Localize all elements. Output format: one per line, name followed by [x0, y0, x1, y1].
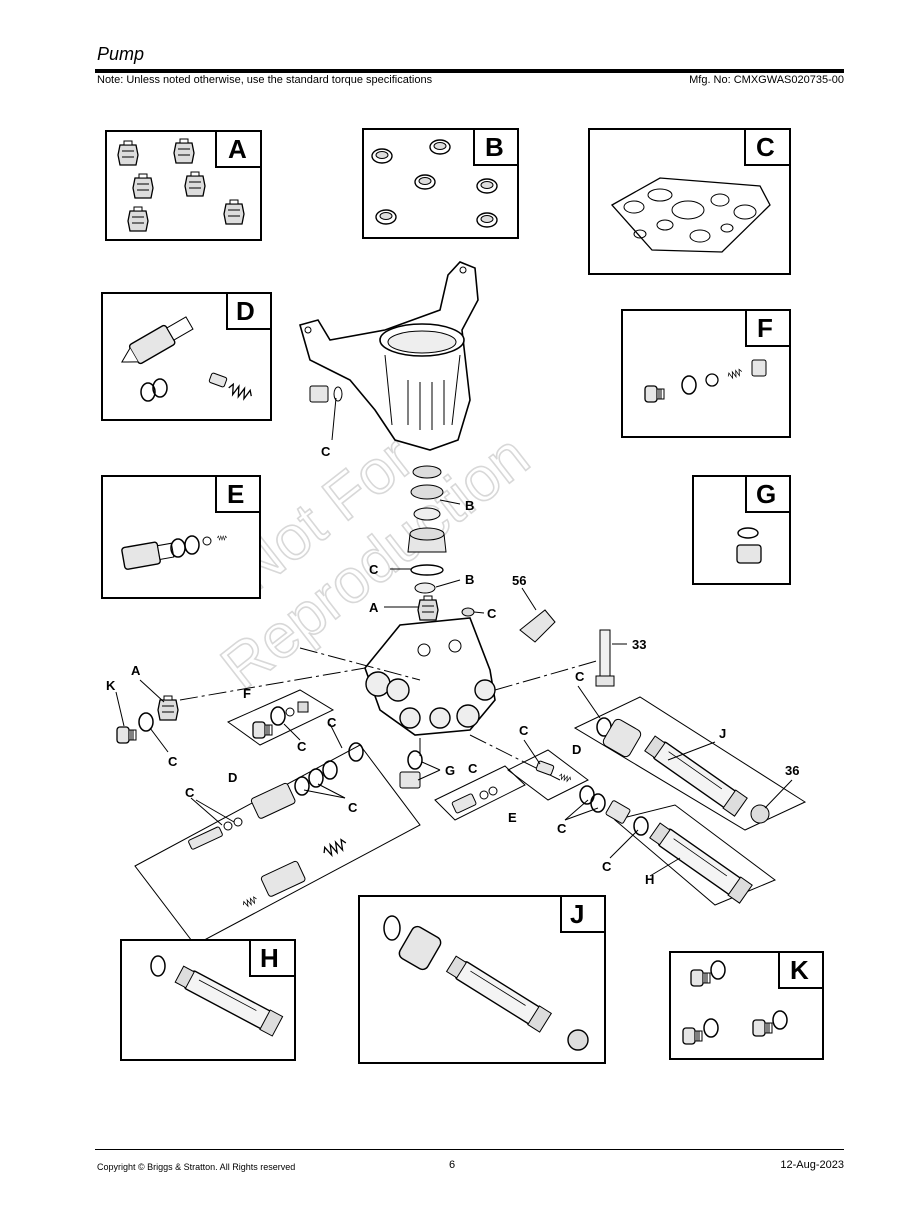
- callout-k: K: [106, 678, 116, 693]
- pump-housing: [299, 261, 479, 451]
- callout-d-2: D: [572, 742, 581, 757]
- callout-e: E: [508, 810, 517, 825]
- callout-56: 56: [512, 573, 526, 588]
- kit-label-d: D: [236, 296, 255, 326]
- callout-c-12: C: [557, 821, 567, 836]
- kit-label-a: A: [228, 134, 247, 164]
- torque-note: Note: Unless noted otherwise, use the st…: [97, 74, 433, 86]
- kit-box-a: A: [105, 130, 262, 241]
- callout-d-1: D: [228, 770, 237, 785]
- centerlines: [179, 647, 601, 781]
- pump-manifold: [364, 609, 615, 736]
- kit-box-b: B: [362, 128, 519, 239]
- page-number: 6: [449, 1159, 456, 1171]
- callout-a-1: A: [369, 600, 379, 615]
- callout-a-2: A: [131, 663, 141, 678]
- footer-rule: [95, 1149, 844, 1150]
- callout-f: F: [243, 686, 251, 701]
- kit-label-h: H: [260, 943, 279, 973]
- kit-label-f: F: [757, 313, 773, 343]
- kit-box-c: C: [588, 128, 791, 275]
- kit-box-j: J: [358, 895, 606, 1064]
- mfg-number: Mfg. No: CMXGWAS020735-00: [689, 74, 844, 86]
- kit-label-b: B: [485, 132, 504, 162]
- callout-h: H: [645, 872, 654, 887]
- kit-box-d: D: [101, 292, 272, 421]
- callout-c-7: C: [185, 785, 195, 800]
- callout-c-5: C: [297, 739, 307, 754]
- kit-label-j: J: [570, 899, 584, 929]
- kit-box-f: F: [621, 309, 791, 438]
- callout-j: J: [719, 726, 726, 741]
- kit-box-e: E: [101, 475, 261, 599]
- callout-g: G: [445, 763, 455, 778]
- kit-label-k: K: [790, 955, 809, 985]
- callout-c-13: C: [602, 859, 612, 874]
- kit-box-g: G: [692, 475, 791, 585]
- header-rule: [95, 69, 844, 73]
- callout-b-1: B: [465, 498, 474, 513]
- callout-c-3: C: [487, 606, 497, 621]
- callout-c-2: C: [369, 562, 379, 577]
- page-title: Pump: [97, 44, 145, 64]
- kit-label-e: E: [227, 479, 244, 509]
- copyright: Copyright © Briggs & Stratton. All Right…: [97, 1162, 296, 1172]
- kit-label-g: G: [756, 479, 776, 509]
- kit-box-h: H: [120, 939, 296, 1061]
- document-date: 12-Aug-2023: [780, 1159, 844, 1171]
- callout-c-9: C: [468, 761, 478, 776]
- subassembly-parts: [116, 695, 770, 909]
- callout-b-2: B: [465, 572, 474, 587]
- callout-33: 33: [632, 637, 646, 652]
- callout-c-1: C: [321, 444, 331, 459]
- callout-c-11: C: [575, 669, 585, 684]
- callout-labels: C B C B A C 56 33 A K C F C C D C C G C …: [106, 444, 799, 887]
- kit-label-c: C: [756, 132, 775, 162]
- callout-36: 36: [785, 763, 799, 778]
- leader-lines: [115, 397, 793, 877]
- seal-stack: [407, 465, 475, 621]
- callout-c-8: C: [348, 800, 358, 815]
- callout-c-6: C: [327, 715, 337, 730]
- callout-c-10: C: [519, 723, 529, 738]
- callout-c-4: C: [168, 754, 178, 769]
- kit-box-k: K: [669, 951, 824, 1060]
